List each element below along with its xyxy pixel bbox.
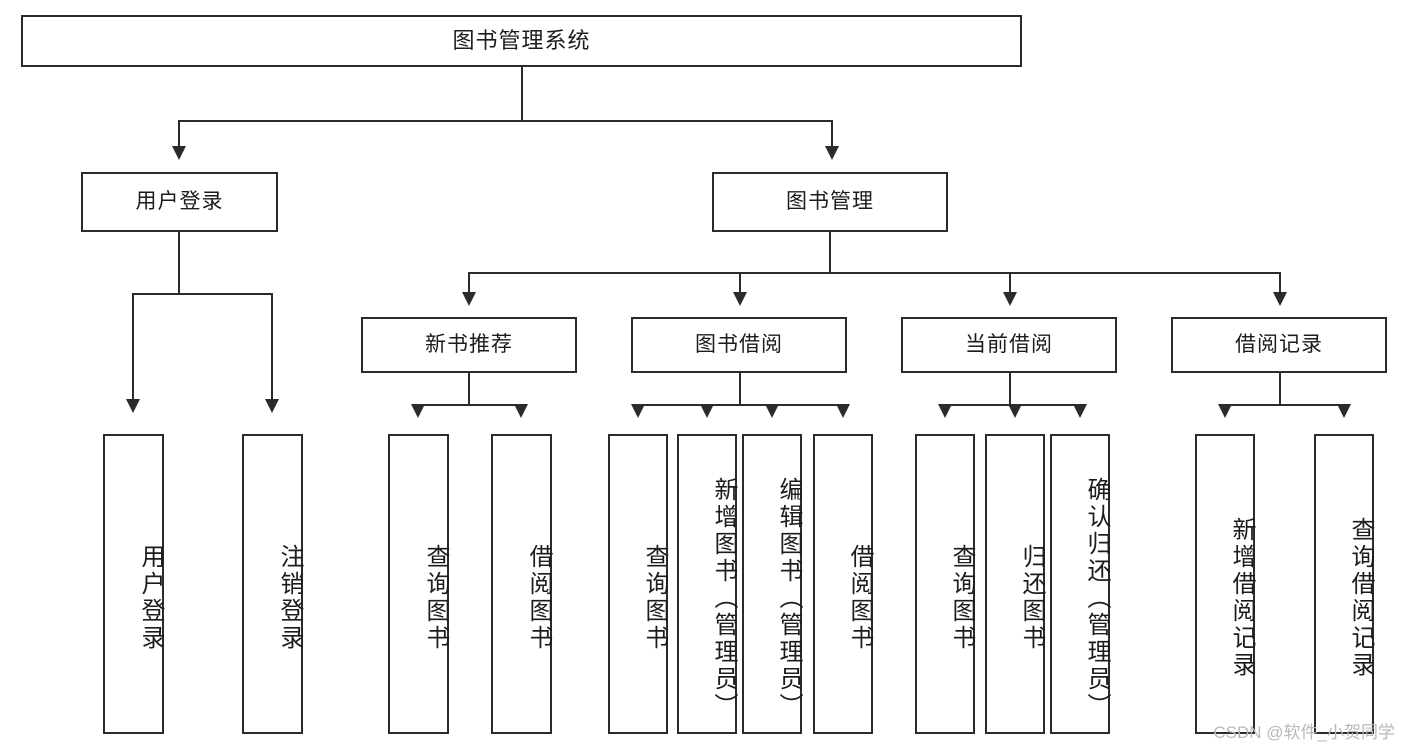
arrow-borrow-record-to-leaf-1 <box>1218 404 1232 418</box>
node-root-book-management-system[interactable]: 图书管理系统 <box>21 15 1022 67</box>
arrow-user-login-to-leaf-2 <box>265 399 279 413</box>
node-leaf-borrow-record-add[interactable]: 新增借阅记录 <box>1195 434 1255 734</box>
node-leaf-book-borrow-query[interactable]: 查询图书 <box>608 434 668 734</box>
node-label: 注销登录 <box>276 544 303 652</box>
node-label: 编辑图书（管理员） <box>775 476 802 720</box>
node-leaf-user-login-logout[interactable]: 注销登录 <box>242 434 303 734</box>
node-label: 用户登录 <box>137 544 164 652</box>
node-leaf-new-book-borrow[interactable]: 借阅图书 <box>491 434 552 734</box>
node-leaf-book-borrow-borrow[interactable]: 借阅图书 <box>813 434 873 734</box>
connector-book-management-stem <box>829 232 831 274</box>
connector-root-to-user-login <box>178 120 180 148</box>
node-label: 新增图书（管理员） <box>710 476 737 720</box>
connector-user-login-to-leaf-1 <box>132 293 134 401</box>
node-leaf-borrow-record-query[interactable]: 查询借阅记录 <box>1314 434 1374 734</box>
connector-user-login-stem <box>178 232 180 294</box>
arrow-book-borrow-to-leaf-4 <box>836 404 850 418</box>
node-current-borrow[interactable]: 当前借阅 <box>901 317 1117 373</box>
arrow-new-book-to-leaf-2 <box>514 404 528 418</box>
node-label: 归还图书 <box>1018 544 1045 652</box>
connector-book-borrow-stem <box>739 373 741 405</box>
arrow-user-login-to-leaf-1 <box>126 399 140 413</box>
arrow-current-borrow-to-leaf-3 <box>1073 404 1087 418</box>
connector-bm-to-borrow-record <box>1279 272 1281 294</box>
node-label: 用户登录 <box>135 190 224 214</box>
arrow-current-borrow-to-leaf-1 <box>938 404 952 418</box>
arrow-bm-to-new-book <box>462 292 476 306</box>
node-label: 借阅图书 <box>525 544 552 652</box>
node-label: 确认归还（管理员） <box>1083 476 1110 720</box>
arrow-bm-to-current-borrow <box>1003 292 1017 306</box>
node-label: 图书借阅 <box>695 333 783 357</box>
connector-borrow-record-bus <box>1224 404 1344 406</box>
arrow-bm-to-book-borrow <box>733 292 747 306</box>
node-label: 借阅记录 <box>1235 333 1323 357</box>
arrow-book-borrow-to-leaf-2 <box>700 404 714 418</box>
connector-book-borrow-bus <box>637 404 843 406</box>
connector-bm-to-new-book <box>468 272 470 294</box>
connector-user-login-bus <box>132 293 272 295</box>
node-label: 新书推荐 <box>425 333 513 357</box>
connector-user-login-to-leaf-2 <box>271 293 273 401</box>
node-leaf-user-login-login[interactable]: 用户登录 <box>103 434 164 734</box>
node-new-book-recommend[interactable]: 新书推荐 <box>361 317 577 373</box>
connector-bm-to-current-borrow <box>1009 272 1011 294</box>
node-label: 当前借阅 <box>965 333 1053 357</box>
node-leaf-current-borrow-return[interactable]: 归还图书 <box>985 434 1045 734</box>
node-label: 查询图书 <box>948 544 975 652</box>
node-label: 图书管理 <box>786 190 874 214</box>
connector-root-to-book-management <box>831 120 833 148</box>
arrow-bm-to-borrow-record <box>1273 292 1287 306</box>
node-book-management[interactable]: 图书管理 <box>712 172 948 232</box>
node-leaf-book-borrow-edit[interactable]: 编辑图书（管理员） <box>742 434 802 734</box>
connector-borrow-record-stem <box>1279 373 1281 405</box>
node-label: 查询图书 <box>422 544 449 652</box>
arrow-root-to-user-login <box>172 146 186 160</box>
arrow-book-borrow-to-leaf-1 <box>631 404 645 418</box>
node-label: 查询图书 <box>641 544 668 652</box>
connector-current-borrow-stem <box>1009 373 1011 405</box>
connector-root-bus <box>178 120 833 122</box>
connector-new-book-stem <box>468 373 470 405</box>
connector-root-stem <box>521 67 523 121</box>
connector-new-book-bus <box>417 404 521 406</box>
node-label: 借阅图书 <box>846 544 873 652</box>
arrow-current-borrow-to-leaf-2 <box>1008 404 1022 418</box>
connector-bm-to-book-borrow <box>739 272 741 294</box>
node-leaf-current-borrow-confirm[interactable]: 确认归还（管理员） <box>1050 434 1110 734</box>
node-label: 图书管理系统 <box>452 27 591 53</box>
node-label: 查询借阅记录 <box>1347 517 1374 679</box>
connector-book-management-bus <box>468 272 1280 274</box>
node-user-login[interactable]: 用户登录 <box>81 172 278 232</box>
node-leaf-current-borrow-query[interactable]: 查询图书 <box>915 434 975 734</box>
node-label: 新增借阅记录 <box>1228 517 1255 679</box>
node-leaf-book-borrow-add[interactable]: 新增图书（管理员） <box>677 434 737 734</box>
arrow-new-book-to-leaf-1 <box>411 404 425 418</box>
node-borrow-record[interactable]: 借阅记录 <box>1171 317 1387 373</box>
arrow-book-borrow-to-leaf-3 <box>765 404 779 418</box>
node-book-borrow[interactable]: 图书借阅 <box>631 317 847 373</box>
node-leaf-new-book-query[interactable]: 查询图书 <box>388 434 449 734</box>
arrow-root-to-book-management <box>825 146 839 160</box>
arrow-borrow-record-to-leaf-2 <box>1337 404 1351 418</box>
